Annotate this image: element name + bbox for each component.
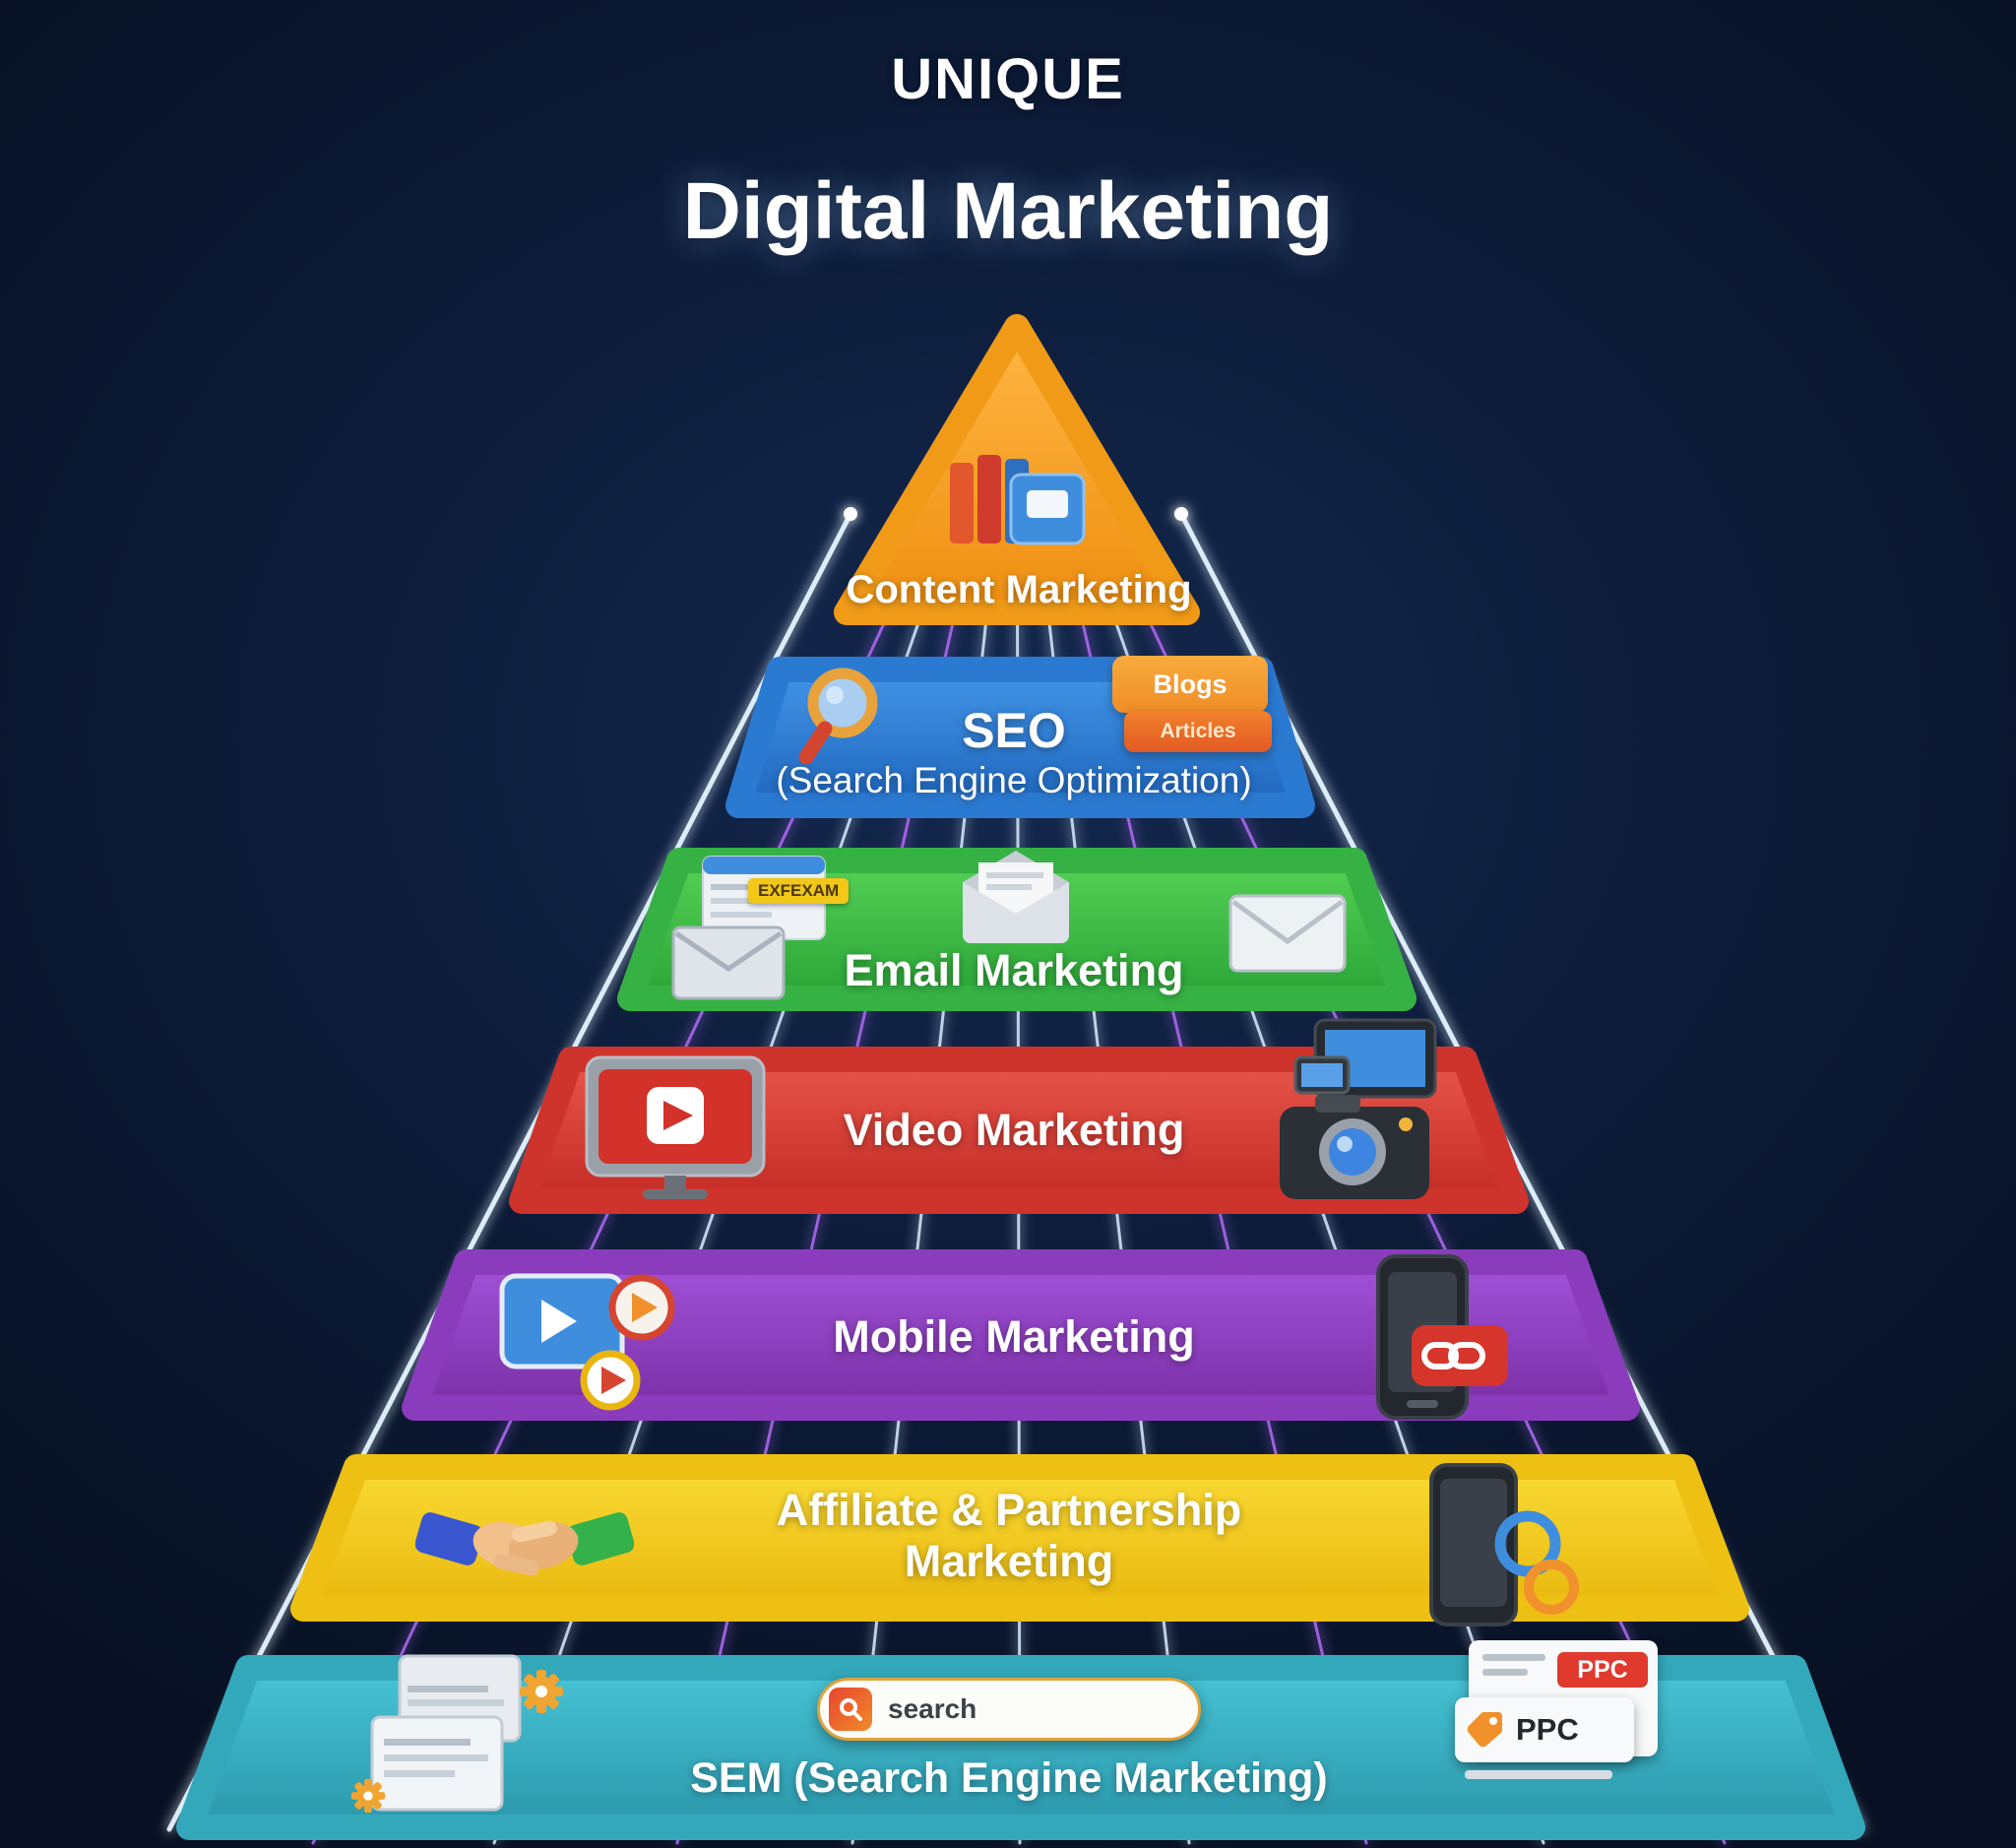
- price-tag-icon: [1467, 1712, 1502, 1748]
- neon-dot-left: [844, 507, 857, 521]
- ppc-label: PPC: [1516, 1712, 1579, 1747]
- search-placeholder: search: [888, 1693, 977, 1724]
- level-seo-sublabel: (Search Engine Optimization): [776, 760, 1252, 800]
- envelope-right-icon: [1228, 892, 1349, 980]
- level-mobile-shape: [402, 1249, 1640, 1421]
- level-affiliate-label-line1: Affiliate & Partnership: [776, 1485, 1242, 1535]
- page-title: Digital Marketing: [682, 166, 1334, 256]
- video-player-icon: [581, 1051, 770, 1210]
- handshake-icon: [414, 1473, 635, 1612]
- level-affiliate-label-line2: Marketing: [904, 1535, 1114, 1586]
- open-mail-icon: [953, 845, 1079, 952]
- envelope-left-icon: [671, 924, 788, 1007]
- articles-chip: Articles: [1124, 711, 1272, 752]
- level-email-label: Email Marketing: [844, 945, 1184, 995]
- blogs-chip: Blogs: [1112, 656, 1268, 713]
- phone-link-icon: [1351, 1250, 1516, 1438]
- ppc-card-lines: [1482, 1654, 1545, 1684]
- windows-gears-icon: [343, 1646, 600, 1826]
- books-icon: [940, 441, 1098, 556]
- level-video-label: Video Marketing: [843, 1105, 1185, 1155]
- mobile-video-icon: [494, 1262, 687, 1429]
- level-affiliate-label: Affiliate & Partnership Marketing: [689, 1485, 1329, 1587]
- level-affiliate-shape: [290, 1454, 1749, 1622]
- level-content-label: Content Marketing: [846, 568, 1192, 611]
- ppc-card-strip: [1465, 1770, 1612, 1779]
- neon-dot-right: [1174, 507, 1188, 521]
- phone-chain-icon: [1410, 1459, 1583, 1647]
- search-bar: search: [817, 1678, 1201, 1741]
- devices-camera-icon: [1268, 1014, 1451, 1232]
- level-video-shape: [509, 1047, 1529, 1214]
- level-mobile-label: Mobile Marketing: [833, 1311, 1195, 1362]
- ppc-badge: PPC: [1557, 1652, 1648, 1688]
- magnifier-icon: [786, 658, 904, 781]
- level-sem-label: SEM (Search Engine Marketing): [690, 1754, 1328, 1802]
- ppc-cards-icon: PPC PPC: [1455, 1640, 1671, 1817]
- blogs-chip-label: Blogs: [1153, 669, 1228, 699]
- email-tag-chip: EXFEXAM: [748, 878, 850, 904]
- search-icon: [829, 1688, 872, 1731]
- articles-chip-label: Articles: [1160, 720, 1236, 742]
- level-sem-shape: [176, 1655, 1865, 1840]
- level-seo-label: SEO: [962, 703, 1066, 758]
- header-brand: UNIQUE: [891, 47, 1125, 111]
- ppc-card-bottom: PPC: [1455, 1697, 1634, 1762]
